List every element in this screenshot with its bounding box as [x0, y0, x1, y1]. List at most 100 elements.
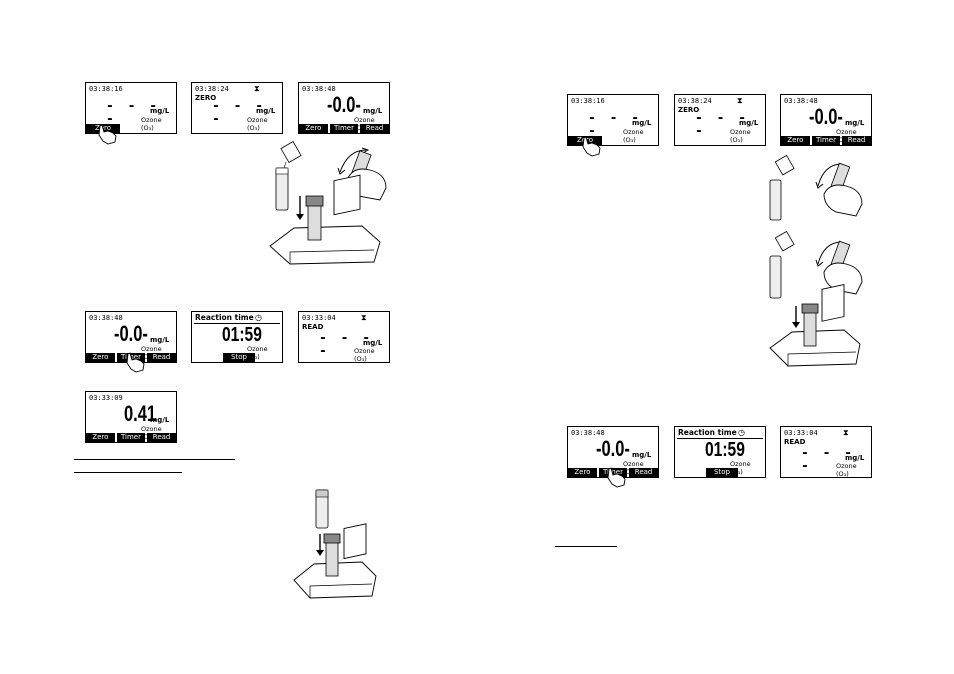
parameter-label: Ozone (O₃)	[623, 128, 644, 144]
hand-pointer-icon	[126, 352, 145, 373]
mode-label: READ	[784, 438, 806, 446]
mode-label: ZERO	[195, 94, 217, 102]
timer-softkey[interactable]: Timer	[598, 468, 628, 477]
hourglass-icon: ⧗	[843, 428, 849, 437]
reaction-title: Reaction time	[195, 313, 254, 322]
hourglass-icon: ⧗	[737, 96, 743, 105]
zero-softkey[interactable]: Zero	[299, 124, 328, 133]
screen-time: 03:38:48	[302, 85, 336, 93]
mixing-arrow-icon	[337, 147, 370, 175]
powder-pack-icon	[280, 141, 302, 169]
title-divider	[677, 438, 763, 439]
read-softkey[interactable]: Read	[147, 353, 176, 362]
powder-pack-icon	[774, 154, 795, 176]
screen-reaction-time: Reaction time ◷ 01:59 Ozone (O₃) Stop	[191, 311, 283, 363]
title-divider	[194, 323, 280, 324]
photometer-icon	[269, 174, 381, 265]
zero-softkey[interactable]: Zero	[781, 136, 810, 145]
unit-label: mg/L	[845, 454, 865, 462]
screen-timer-prompt: 03:38:48 -0.0- mg/L Ozone (O₃) Zero Time…	[85, 311, 177, 363]
screen-time: 03:38:48	[784, 97, 818, 105]
dashes-reading: - - - -	[695, 111, 750, 139]
unit-label: mg/L	[150, 107, 170, 115]
screen-read-active: 03:33:04 ⧗ READ - - - - mg/L Ozone (O₃)	[298, 311, 390, 363]
dashes-reading: - - - -	[801, 446, 856, 474]
zero-softkey[interactable]: Zero	[86, 433, 115, 442]
vial-icon	[769, 179, 782, 221]
clock-icon: ◷	[738, 428, 745, 437]
zero-value: -0.0-	[809, 104, 843, 129]
mode-label: READ	[302, 323, 324, 331]
photometer-icon	[769, 284, 861, 367]
dashes-reading: - - - -	[212, 99, 267, 127]
parameter-label: Ozone (O₃)	[141, 116, 162, 132]
unit-label: mg/L	[150, 416, 170, 424]
powder-pack-icon	[774, 230, 795, 252]
screen-time: 03:38:16	[89, 85, 123, 93]
photometer-icon	[293, 523, 377, 599]
screen-time: 03:38:16	[571, 97, 605, 105]
unit-label: mg/L	[150, 336, 170, 344]
read-softkey[interactable]: Read	[629, 468, 658, 477]
section-underline	[74, 459, 235, 460]
dashes-reading: - - - -	[106, 99, 161, 127]
countdown-value: 01:59	[222, 324, 262, 346]
hand-pointer-icon	[607, 467, 626, 488]
dashes-reading: - - - -	[319, 331, 374, 359]
screen-time: 03:38:24	[678, 97, 712, 105]
zero-value: -0.0-	[596, 436, 630, 461]
timer-softkey[interactable]: Timer	[329, 124, 359, 133]
parameter-label: Ozone (O₃)	[247, 116, 268, 132]
stop-softkey[interactable]: Stop	[223, 353, 255, 362]
unit-label: mg/L	[845, 119, 865, 127]
zero-softkey[interactable]: Zero	[86, 353, 115, 362]
zero-value: -0.0-	[327, 92, 361, 117]
parameter-label: Ozone (O₃)	[354, 347, 375, 363]
screen-time: 03:38:24	[195, 85, 229, 93]
hourglass-icon: ⧗	[254, 84, 260, 93]
parameter-label: Ozone (O₃)	[836, 462, 857, 478]
mixing-hand-icon	[823, 240, 863, 295]
timer-softkey[interactable]: Timer	[116, 433, 146, 442]
section-underline	[555, 546, 617, 547]
double-reagent-illustration	[769, 154, 863, 367]
unit-label: mg/L	[739, 119, 759, 127]
unit-label: mg/L	[632, 119, 652, 127]
vial-icon	[315, 489, 329, 529]
reagent-addition-illustration	[269, 141, 387, 265]
read-softkey[interactable]: Read	[147, 433, 176, 442]
down-arrow-icon	[296, 196, 304, 220]
zero-softkey[interactable]: Zero	[568, 468, 597, 477]
screen-timer-prompt: 03:38:48 -0.0- mg/L Ozone (O₃) Zero Time…	[567, 426, 659, 478]
countdown-value: 01:59	[705, 439, 745, 461]
screen-time: 03:33:04	[302, 314, 336, 322]
mode-label: ZERO	[678, 106, 700, 114]
stop-softkey[interactable]: Stop	[706, 468, 738, 477]
vial-icon	[275, 167, 289, 211]
zero-value: -0.0-	[114, 321, 148, 346]
unit-label: mg/L	[363, 339, 383, 347]
screen-zero-active: 03:38:24 ⧗ ZERO - - - - mg/L Ozone (O₃)	[674, 94, 766, 146]
read-softkey[interactable]: Read	[842, 136, 871, 145]
dashes-reading: - - - -	[588, 111, 643, 139]
down-arrow-icon	[792, 306, 800, 328]
screen-result: 03:33:09 0.41 mg/L Ozone (O₃) Zero Timer…	[85, 391, 177, 443]
timer-softkey[interactable]: Timer	[811, 136, 841, 145]
unit-label: mg/L	[363, 107, 383, 115]
screen-zero-active: 03:38:24 ⧗ ZERO - - - - mg/L Ozone (O₃)	[191, 82, 283, 134]
unit-label: mg/L	[256, 107, 276, 115]
down-arrow-icon	[316, 534, 324, 556]
screen-read-active: 03:33:04 ⧗ READ - - - - mg/L Ozone (O₃)	[780, 426, 872, 478]
screen-time: 03:38:48	[571, 429, 605, 437]
screen-reaction-time: Reaction time ◷ 01:59 Ozone (O₃) Stop	[674, 426, 766, 478]
section-underline	[74, 472, 182, 473]
vial-insert-illustration	[293, 489, 377, 599]
result-value: 0.41	[124, 401, 157, 426]
hand-pointer-icon	[98, 124, 117, 145]
screen-time: 03:33:04	[784, 429, 818, 437]
screen-time: 03:38:48	[89, 314, 123, 322]
hourglass-icon: ⧗	[361, 313, 367, 322]
screen-time: 03:33:09	[89, 394, 123, 402]
read-softkey[interactable]: Read	[360, 124, 389, 133]
screen-zero-done: 03:38:48 -0.0- mg/L Ozone (O₃) Zero Time…	[298, 82, 390, 134]
